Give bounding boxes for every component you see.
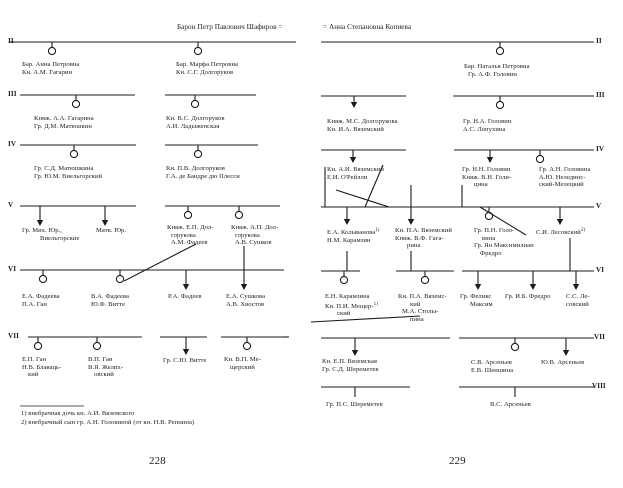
person-entry: Е.А. Колыванова1)Н.М. Карамзин xyxy=(327,228,380,244)
person-entry: Матв. Юр. xyxy=(96,227,127,234)
footnote: 2) внебрачный сын гр. А.Н. Головиной (от… xyxy=(21,419,195,426)
gen-label-VI-left: VI xyxy=(8,265,17,273)
gen-label-III-left: III xyxy=(8,90,17,98)
gen-label-V-left: V xyxy=(8,201,14,209)
gen-label-IV-right: IV xyxy=(596,145,605,153)
person-entry: Гр. П.С. Шереметев xyxy=(326,401,383,408)
person-entry: Р.А. Фадеев xyxy=(168,293,202,300)
person-entry: С.С. Ле-совский xyxy=(566,293,590,308)
gen-label-VI-right: VI xyxy=(596,266,605,274)
page-number-left: 228 xyxy=(149,455,166,467)
gen-label-V-right: V xyxy=(596,202,602,210)
gen-label-II-right: II xyxy=(596,37,602,45)
gen-label-III-right: III xyxy=(596,91,605,99)
person-entry: С.И. Лесовский2) xyxy=(536,228,586,237)
person-entry: Кн. В.П. Ме-щерский xyxy=(224,356,261,371)
footnote: 1) внебрачная дочь кн. А.И. Вяземского xyxy=(21,410,135,417)
header-left-founder: Барон Петр Павлович Шафиров = xyxy=(177,23,283,31)
person-entry: В.С. Арсеньев xyxy=(490,401,531,408)
person-entry: Ю.В. Арсеньев xyxy=(541,359,585,366)
person-entry: Гр. Мих. Юр.,Виельгорские xyxy=(22,227,80,242)
gen-label-VII-right: VII xyxy=(594,333,605,341)
gen-label-VIII-right: VIII xyxy=(592,382,606,390)
page-number-right: 229 xyxy=(449,455,466,467)
person-entry: Гр. И.Б. Фредро xyxy=(505,293,551,300)
gen-label-IV-left: IV xyxy=(8,140,17,148)
gen-label-VII-left: VII xyxy=(8,332,19,340)
person-entry: Гр. С.Ю. Витте xyxy=(163,357,207,364)
header-right-spouse: = Анна Степановна Копиева xyxy=(323,23,412,31)
gen-label-II-left: II xyxy=(8,37,14,45)
